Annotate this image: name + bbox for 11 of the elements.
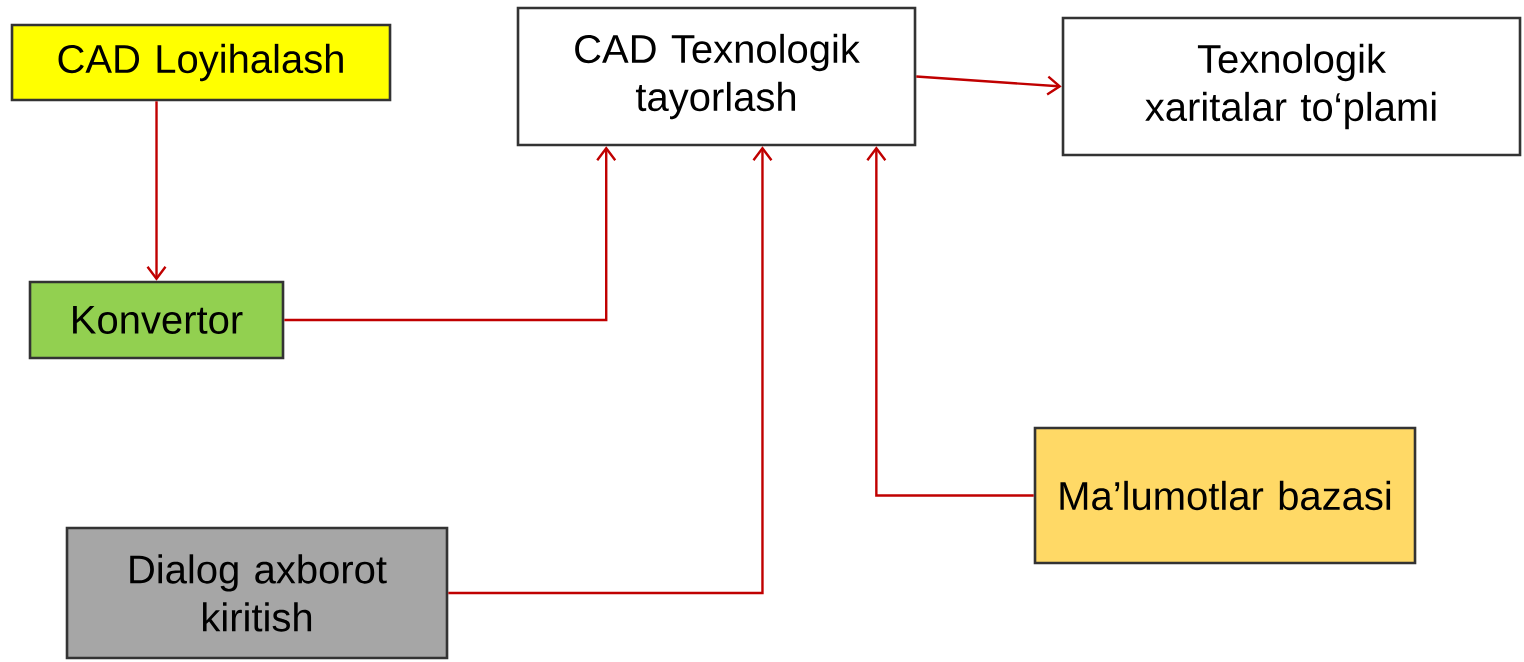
process-box: Konvertor bbox=[28, 280, 285, 360]
arrow bbox=[146, 101, 167, 281]
input-box: Dialog axborot kiritish bbox=[65, 526, 449, 660]
process-box: Texnologik xaritalar to‘plami bbox=[1061, 16, 1522, 157]
arrow bbox=[866, 146, 1034, 497]
arrow bbox=[284, 146, 617, 322]
arrow bbox=[448, 146, 773, 595]
arrow bbox=[916, 75, 1062, 96]
process-box: CAD Texnologik tayorlash bbox=[516, 6, 917, 147]
process-box: CAD Loyihalash bbox=[10, 23, 392, 102]
database-box: Ma’lumotlar bazasi bbox=[1033, 426, 1417, 565]
